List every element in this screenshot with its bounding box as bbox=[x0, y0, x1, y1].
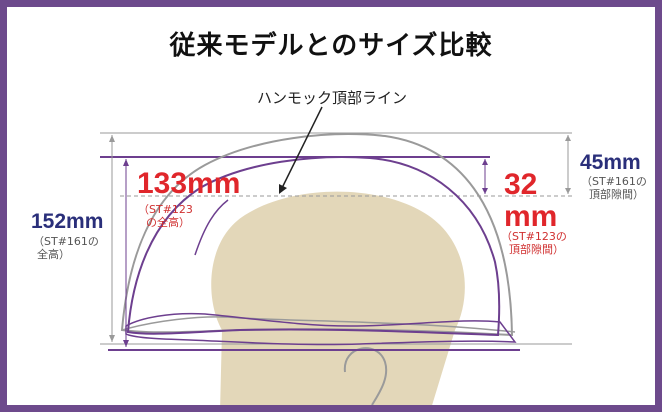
new-total-height-note-line1: （ST#123 bbox=[138, 203, 193, 216]
new-helmet-brim bbox=[125, 312, 517, 346]
old-total-height-note: （ST#161の 全高） bbox=[33, 235, 99, 261]
dim-133-arrow-top bbox=[123, 159, 129, 166]
old-helmet-brim bbox=[121, 316, 516, 333]
dim-152-arrow-top bbox=[109, 135, 115, 142]
hammock-leader-line bbox=[281, 106, 323, 189]
helmet-comparison-diagram bbox=[100, 106, 572, 405]
old-total-height-note-line2: 全高） bbox=[37, 248, 70, 261]
new-clearance-note: （ST#123の 頂部隙間） bbox=[501, 230, 567, 256]
new-clearance-value: 32 bbox=[504, 168, 538, 201]
dim-32-arrow-top bbox=[482, 159, 488, 165]
old-total-height-note-line1: （ST#161の bbox=[33, 235, 99, 248]
dim-152-arrow-bottom bbox=[109, 335, 115, 342]
new-clearance-note-line2: 頂部隙間） bbox=[509, 243, 564, 256]
new-helmet-outline bbox=[126, 156, 501, 337]
head-silhouette bbox=[211, 191, 465, 405]
old-clearance-value: 45mm bbox=[580, 151, 641, 174]
ear-outline bbox=[343, 347, 388, 405]
new-clearance-note-line1: （ST#123の bbox=[501, 230, 567, 243]
old-clearance-note: （ST#161の 頂部隙間） bbox=[581, 175, 647, 201]
new-total-height-note: （ST#123 の全高） bbox=[138, 203, 193, 229]
old-total-height-value: 152mm bbox=[31, 210, 104, 233]
dim-32-arrow-bottom bbox=[482, 188, 488, 194]
new-clearance-unit: mm bbox=[504, 200, 558, 233]
hammock-leader-arrow bbox=[279, 184, 287, 194]
new-total-height-note-line2: の全高） bbox=[146, 216, 190, 229]
page-title: 従来モデルとのサイズ比較 bbox=[169, 31, 493, 61]
new-total-height-value: 133mm bbox=[137, 167, 241, 200]
helmet-inner-band bbox=[194, 199, 229, 256]
hammock-top-line-label: ハンモック頂部ライン bbox=[257, 89, 408, 107]
dim-45-arrow-top bbox=[565, 135, 571, 141]
dim-133-arrow-bottom bbox=[123, 340, 129, 347]
dim-45-arrow-bottom bbox=[565, 188, 571, 194]
old-clearance-note-line2: 頂部隙間） bbox=[589, 188, 644, 201]
old-clearance-note-line1: （ST#161の bbox=[581, 175, 647, 188]
